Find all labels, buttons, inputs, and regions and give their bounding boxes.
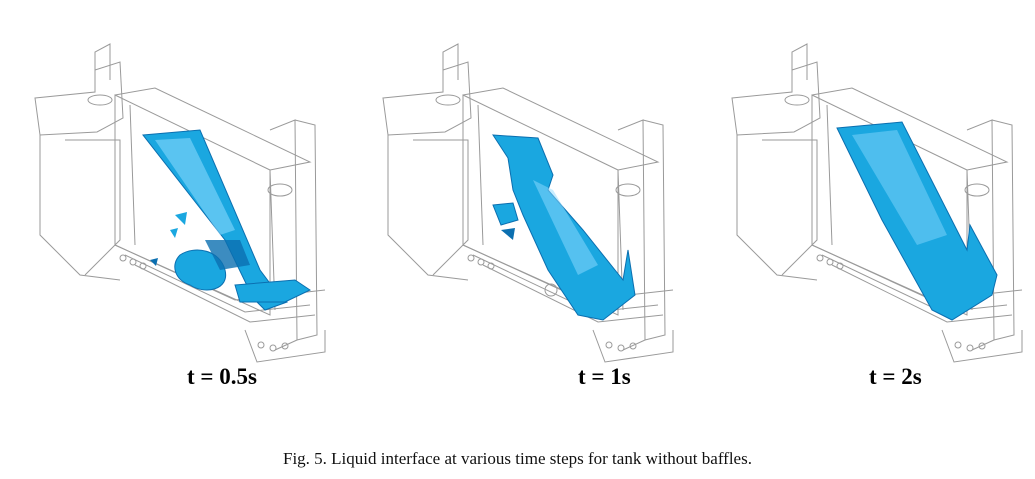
figure-panel-2	[373, 40, 693, 365]
figure-panel-3	[722, 40, 1035, 365]
figure-caption: Fig. 5. Liquid interface at various time…	[283, 449, 752, 468]
liquid-interface-2	[492, 134, 636, 321]
time-label-panel-2: t = 1s	[578, 364, 631, 389]
liquid-interface-1	[142, 129, 312, 311]
liquid-interface-3	[836, 121, 998, 321]
figure-panel-1	[25, 40, 345, 365]
tank-wireframe-render-1	[34, 43, 326, 363]
tank-wireframe-render-2	[382, 43, 674, 363]
time-label-panel-1: t = 0.5s	[187, 364, 257, 389]
time-label-panel-3: t = 2s	[869, 364, 922, 389]
tank-wireframe-render-3	[731, 43, 1023, 363]
